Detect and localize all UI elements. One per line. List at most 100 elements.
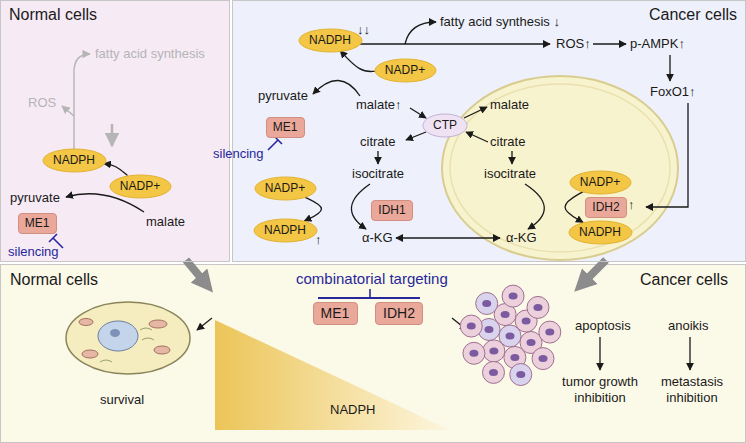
text-label: citrate <box>490 134 525 150</box>
text-label: metastasis inhibition <box>648 374 736 405</box>
drawing-part <box>460 315 482 337</box>
drawing-part <box>501 311 510 318</box>
drawing-part <box>463 342 485 364</box>
drawing-part <box>467 323 476 330</box>
text-label: isocitrate <box>352 166 404 182</box>
drawing-part <box>360 43 550 44</box>
drawing-part <box>539 321 561 343</box>
drawing-part <box>186 260 206 284</box>
text-label: ↑ <box>628 197 635 213</box>
text-label: Cancer cells <box>640 270 728 289</box>
text-label: citrate <box>360 134 395 150</box>
node-label: IDH2 <box>592 200 619 214</box>
enzyme-box: IDH2 <box>585 197 627 218</box>
drawing-part <box>410 108 426 118</box>
node-label: NADPH <box>53 153 95 167</box>
drawing-part <box>532 348 554 370</box>
drawing-part <box>510 364 532 386</box>
drawing-part <box>489 369 498 376</box>
panel-ground <box>232 0 746 262</box>
text-label: ↑ <box>315 232 322 248</box>
drawing-part <box>111 124 114 146</box>
drawing-part <box>313 80 360 96</box>
text-label: tumor growth inhibition <box>557 374 643 405</box>
ellipse-outline <box>110 175 171 198</box>
drawing-part <box>74 54 90 149</box>
node-label: ME1 <box>273 120 298 134</box>
enzyme-box: ME1 <box>313 302 358 325</box>
drawing-part <box>463 342 485 364</box>
drawing-part <box>53 238 63 248</box>
panel-ground <box>1 265 746 443</box>
node-label: NADPH <box>309 33 351 47</box>
drawing-part <box>464 107 487 118</box>
drawing-part <box>539 321 561 343</box>
enzyme-box: ME1 <box>266 117 305 138</box>
drawing-part <box>511 151 512 164</box>
drawing-part <box>197 318 212 330</box>
drawing-part <box>110 329 120 337</box>
ellipse-outline <box>375 59 436 82</box>
enzyme-box: IDH1 <box>371 200 413 221</box>
enzyme-box: ME1 <box>18 213 57 234</box>
reaction-connector <box>104 164 128 176</box>
cofactor-oval: NADP+ <box>255 177 316 200</box>
drawing-part <box>476 292 498 314</box>
drawing-part <box>482 361 504 383</box>
node-label: ME1 <box>25 216 50 230</box>
drawing-part <box>396 237 500 238</box>
text-label: FoxO1↑ <box>650 84 696 100</box>
drawing-part <box>510 354 519 361</box>
text-label: Normal cells <box>10 270 98 289</box>
text-label: fatty acid synthesis <box>95 46 205 62</box>
node-label: NADP+ <box>580 175 620 189</box>
node-label: CTP <box>433 118 457 132</box>
reaction-connector <box>565 192 583 223</box>
drawing-part <box>149 320 167 328</box>
transporter-oval: CTP <box>423 114 467 137</box>
panel-heading: Cancer cells <box>241 5 737 24</box>
cofactor-oval: NADP+ <box>375 59 436 82</box>
drawing-part <box>377 151 378 164</box>
node-label: NADP+ <box>120 179 160 193</box>
enzyme-box: IDH2 <box>375 302 423 325</box>
drawing-part <box>545 329 554 336</box>
drawing-part <box>582 260 606 284</box>
node-label: NADPH <box>579 225 621 239</box>
drawing-part <box>79 319 93 326</box>
text-label: isocitrate <box>484 166 536 182</box>
drawing-part <box>98 321 138 351</box>
text-label: p-AMPK↑ <box>630 36 685 52</box>
transition-arrows <box>186 260 606 284</box>
drawing-part <box>525 184 544 229</box>
drawing-part <box>351 184 370 229</box>
drawing-part <box>539 355 548 362</box>
text-label: fatty acid synthesis ↓ <box>440 14 560 30</box>
drawing-part <box>669 55 670 81</box>
drawing-part <box>533 304 542 311</box>
text-label: anoikis <box>668 318 708 334</box>
reaction-connector <box>304 197 321 221</box>
drawing-part <box>466 132 488 142</box>
tumor-cells <box>460 285 561 385</box>
text-label: pyruvate <box>10 190 60 206</box>
nadph-gradient <box>215 320 450 430</box>
text-label: silencing <box>213 146 264 162</box>
cell-panel: Cancer cellsNADPH NADP+ ME1 CTP NADP+ NADPH ID… <box>232 0 746 262</box>
drawing-part <box>318 297 420 299</box>
drawing-part <box>49 234 57 242</box>
text-label: ROS↑ <box>556 36 591 52</box>
inner-membrane <box>450 84 670 252</box>
drawing-part <box>369 289 371 298</box>
drawing-part <box>483 340 505 362</box>
text-label: malate <box>490 97 529 113</box>
drawing-part <box>489 347 498 354</box>
cell-panel: Normal cellsNADPHNADP+ME1 <box>0 0 230 262</box>
ellipse-outline <box>255 177 316 200</box>
text-label: ROS <box>28 95 56 111</box>
drawing-part <box>689 337 690 370</box>
drawing-part <box>509 293 518 300</box>
drawing-part <box>502 285 524 307</box>
